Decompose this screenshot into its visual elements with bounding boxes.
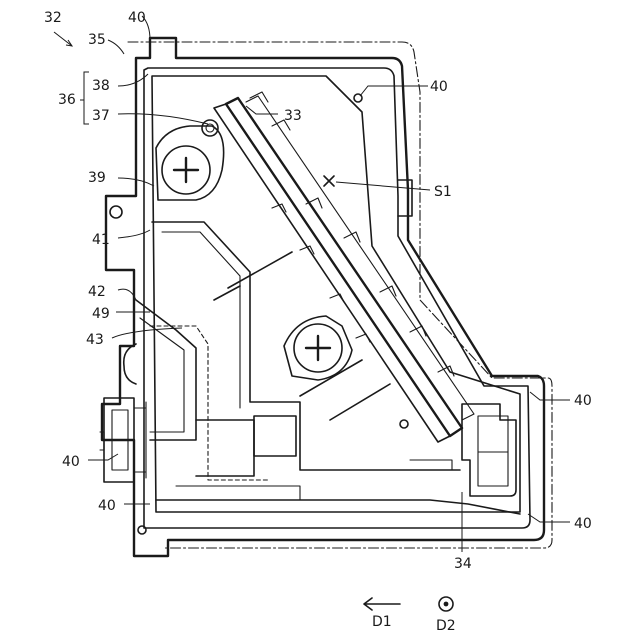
frame-lower [300,360,390,420]
right-tab [398,180,412,216]
side-bump [124,344,136,384]
screw-cross-lower [306,336,330,360]
screw-boss-upper [156,126,224,200]
cover-38 [152,76,520,512]
dashed-43 [150,326,270,480]
label-33: 33 [284,108,302,124]
partition-41-inner [162,232,240,408]
mount-hole-left [110,206,122,218]
partition-41 [152,222,460,470]
label-s1: S1 [434,184,452,200]
board-tab [250,92,454,376]
hole-lower-mid [400,420,408,428]
inner-block-a [254,416,296,456]
label-32: 32 [44,10,62,26]
screw-cross-upper [174,158,198,182]
label-39: 39 [88,170,106,186]
inner-block-b [196,420,254,476]
board-33-outer [226,98,462,436]
label-40-right-a: 40 [574,393,592,409]
label-40-left-a: 40 [62,454,80,470]
label-34: 34 [454,556,472,572]
d1-arrow [364,598,400,610]
hole-bottom-left [138,526,146,534]
label-41: 41 [92,232,110,248]
leader-lines [54,16,570,552]
frame-upper [214,252,292,300]
label-d1: D1 [372,614,392,630]
board-tab-left [272,204,370,342]
component-34-inner [478,416,508,486]
label-38: 38 [92,78,110,94]
label-42: 42 [88,284,106,300]
label-37: 37 [92,108,110,124]
label-40-left-b: 40 [98,498,116,514]
label-40-right-b: 40 [574,516,592,532]
label-40-top: 40 [128,10,146,26]
label-49: 49 [92,306,110,322]
casing-inner-wall [144,68,530,528]
label-43: 43 [86,332,104,348]
bottom-rail-inner [176,486,300,500]
label-36: 36 [58,92,76,108]
label-40-topright: 40 [430,79,448,95]
d2-dot [444,602,449,607]
s1-marker [324,176,334,186]
bracket-42-inner [140,318,184,432]
label-d2: D2 [436,618,456,634]
label-35: 35 [88,32,106,48]
inner-rib [300,460,452,470]
